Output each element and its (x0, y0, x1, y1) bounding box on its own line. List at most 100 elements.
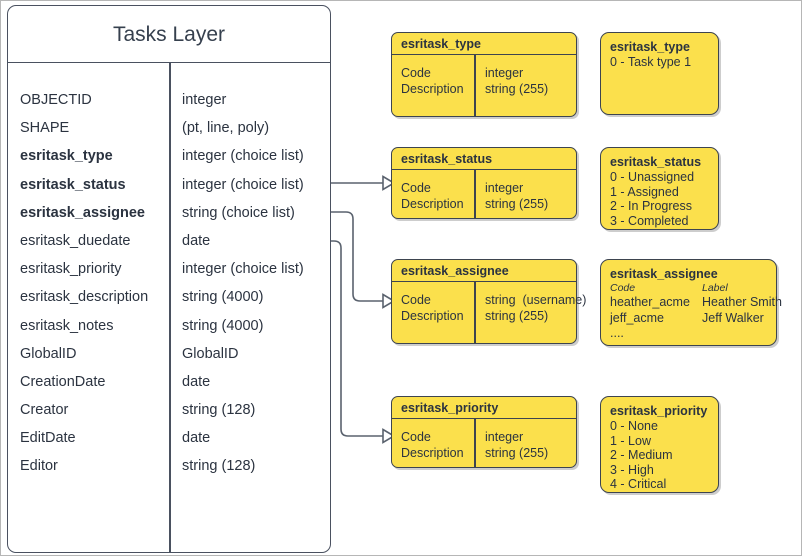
connector-assignee (331, 211, 383, 302)
table-row[interactable]: esritask_type integer (choice list) (8, 148, 330, 176)
table-row[interactable]: Editor string (128) (8, 458, 330, 486)
table-row[interactable]: SHAPE (pt, line, poly) (8, 120, 330, 148)
domain-table-body: Code Description string (username) strin… (392, 282, 586, 343)
field-name: esritask_type (20, 148, 113, 165)
domain-column-divider (474, 170, 476, 218)
domain-table-body: Code Description integer string (255) (392, 419, 576, 467)
field-type: string (128) (182, 458, 256, 475)
field-name: SHAPE (20, 120, 70, 137)
domain-column-divider (474, 55, 476, 116)
field-name: Editor (20, 458, 58, 475)
list-item: 0 - None (610, 419, 658, 433)
value-list-more: .... (610, 326, 624, 340)
table-row[interactable]: GlobalID GlobalID (8, 346, 330, 374)
field-type: string (choice list) (182, 204, 295, 221)
value-list-title: esritask_priority (610, 404, 708, 418)
list-item: 1 - Low (610, 433, 651, 448)
list-item: 2 - Medium (610, 448, 673, 463)
field-type: GlobalID (182, 345, 239, 362)
field-type: integer (choice list) (182, 261, 304, 278)
field-name: esritask_duedate (20, 232, 131, 249)
list-item: 4 - Critical (610, 477, 667, 492)
domain-table-header: esritask_status (392, 148, 576, 170)
domain-table-status[interactable]: esritask_status Code Description integer… (391, 147, 577, 219)
value-list-assignee[interactable]: esritask_assignee Code Label heather_acm… (600, 259, 782, 346)
domain-table-assignee[interactable]: esritask_assignee Code Description strin… (391, 259, 586, 344)
domain-field-types: string (username) string (255) (485, 293, 587, 323)
domain-table-body: Code Description integer string (255) (392, 55, 576, 116)
field-name: OBJECTID (20, 92, 92, 108)
domain-table-header: esritask_priority (392, 397, 576, 419)
domain-table-body: Code Description integer string (255) (392, 170, 576, 218)
list-item: jeff_acme Jeff Walker (610, 311, 767, 327)
field-name: esritask_notes (20, 317, 114, 334)
field-type: (pt, line, poly) (182, 120, 270, 137)
domain-field-names: Code Description (401, 181, 464, 211)
table-row[interactable]: EditDate date (8, 430, 330, 458)
domain-column-divider (474, 282, 476, 343)
domain-table-type[interactable]: esritask_type Code Description integer s… (391, 32, 577, 117)
table-row[interactable]: CreationDate date (8, 374, 330, 402)
field-type: date (182, 373, 211, 390)
value-list-title: esritask_status (610, 155, 702, 169)
field-name: CreationDate (20, 373, 106, 390)
table-row[interactable]: esritask_priority integer (choice list) (8, 261, 330, 289)
list-item: 1 - Assigned (610, 184, 679, 199)
domain-field-names: Code Description (401, 293, 464, 323)
table-row[interactable]: esritask_duedate date (8, 233, 330, 261)
field-type: integer (choice list) (182, 148, 304, 165)
field-type: string (4000) (182, 317, 264, 334)
field-name: esritask_status (20, 176, 126, 193)
connector-priority (331, 240, 383, 437)
field-name: esritask_description (20, 289, 149, 306)
list-item: 0 - Task type 1 (610, 55, 692, 69)
field-name: Creator (20, 402, 69, 419)
table-row[interactable]: esritask_notes string (4000) (8, 318, 330, 346)
assignee-label: Heather Smith (702, 295, 782, 309)
value-list-column-headers: Code Label (610, 282, 767, 295)
value-list-type[interactable]: esritask_type 0 - Task type 1 (600, 32, 719, 115)
domain-column-divider (474, 419, 476, 467)
field-name: esritask_assignee (20, 204, 145, 221)
column-divider (169, 63, 171, 552)
assignee-code: jeff_acme (610, 310, 664, 325)
field-type: integer (choice list) (182, 176, 304, 193)
domain-field-types: integer string (255) (485, 430, 549, 460)
field-type: string (128) (182, 402, 256, 419)
column-header-label: Label (702, 282, 728, 294)
value-list-title: esritask_type (610, 40, 690, 54)
list-item: 0 - Unassigned (610, 170, 695, 184)
list-item: 3 - High (610, 462, 654, 477)
table-row[interactable]: esritask_status integer (choice list) (8, 177, 330, 205)
table-row[interactable]: Creator string (128) (8, 402, 330, 430)
field-name: GlobalID (20, 345, 77, 362)
domain-table-header: esritask_type (392, 33, 576, 55)
value-list-title: esritask_assignee (610, 267, 718, 281)
table-row[interactable]: esritask_assignee string (choice list) (8, 205, 330, 233)
list-item: 3 - Completed (610, 213, 689, 228)
domain-field-types: integer string (255) (485, 181, 549, 211)
field-type: date (182, 430, 211, 447)
page-title: Tasks Layer (8, 6, 330, 63)
field-name: EditDate (20, 430, 76, 447)
domain-field-types: integer string (255) (485, 66, 549, 96)
domain-table-header: esritask_assignee (392, 260, 576, 282)
list-item: 2 - In Progress (610, 199, 692, 214)
field-type: date (182, 232, 211, 249)
value-list-items: 0 - Task type 1 (610, 55, 709, 70)
domain-field-names: Code Description (401, 430, 464, 460)
field-name: esritask_priority (20, 261, 122, 278)
assignee-label: Jeff Walker (702, 310, 764, 325)
domain-table-priority[interactable]: esritask_priority Code Description integ… (391, 396, 577, 468)
